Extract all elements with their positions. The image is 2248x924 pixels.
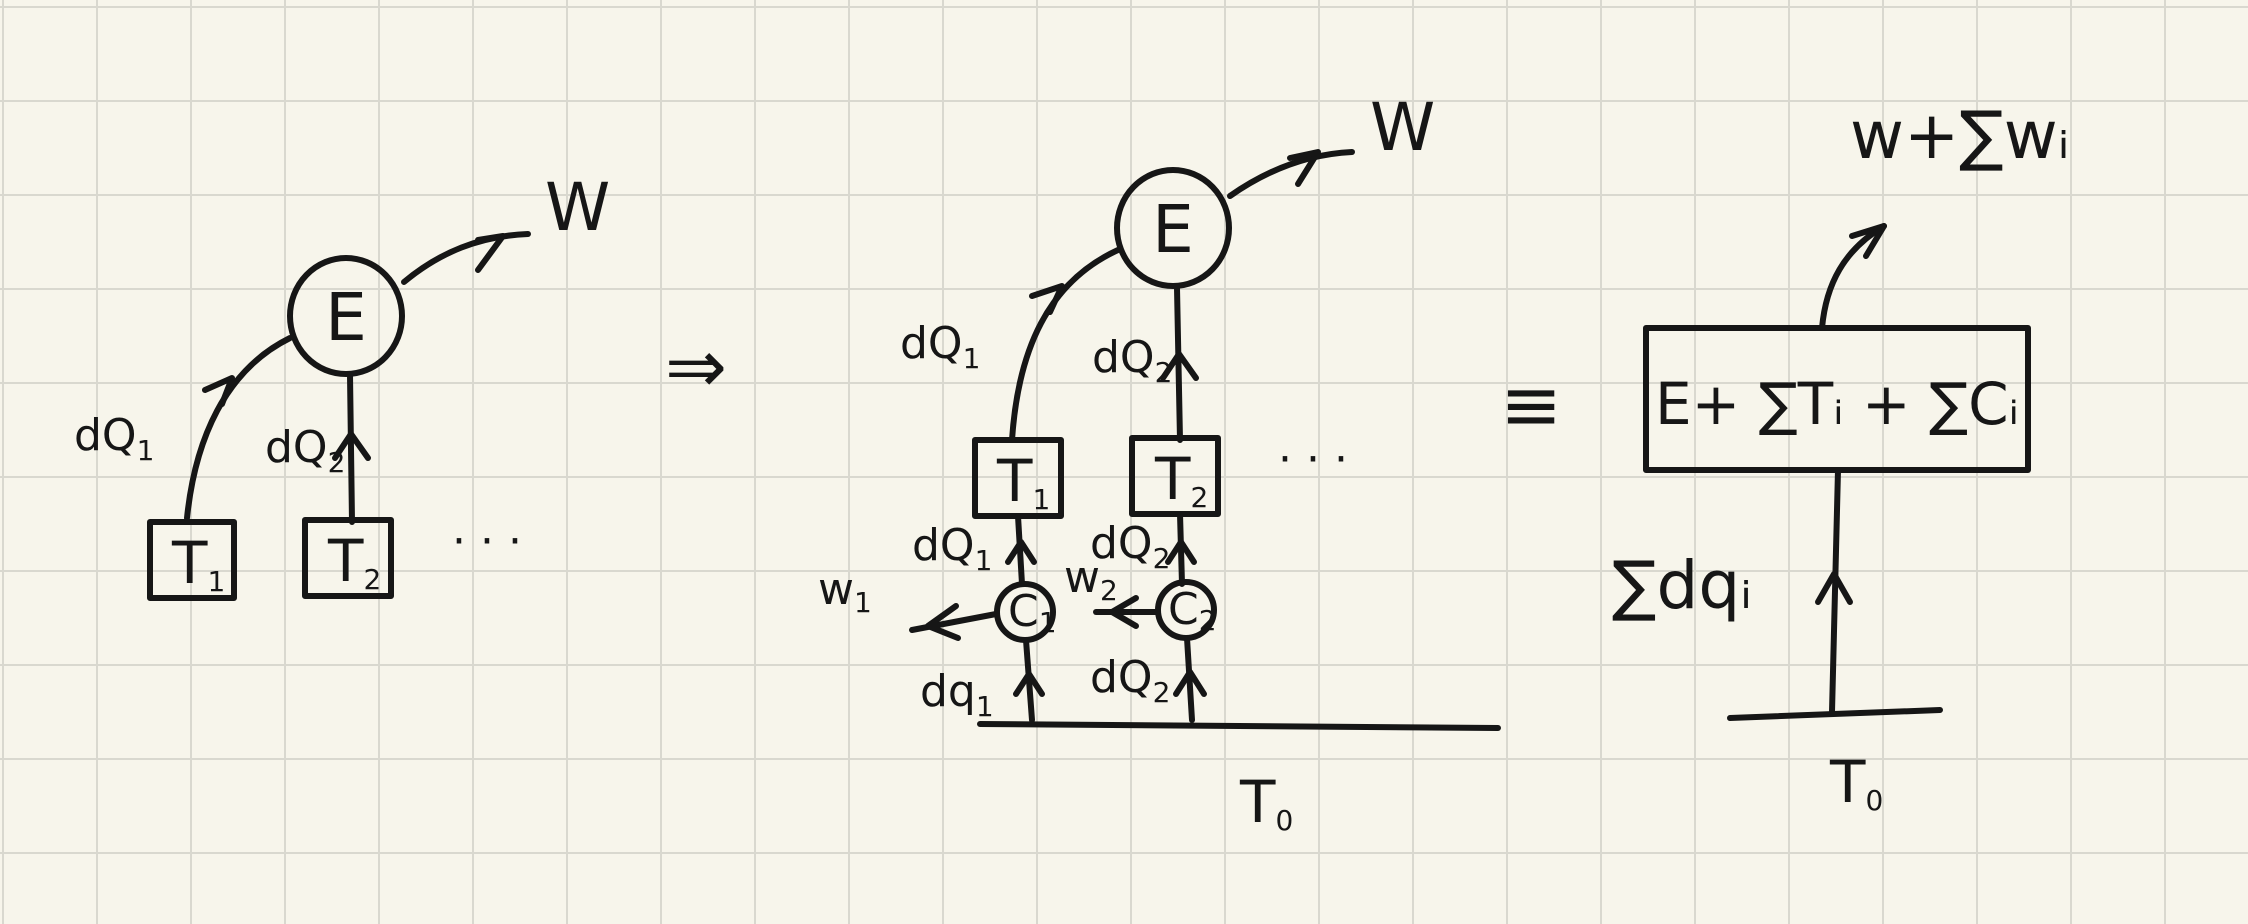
- middle-panel: E W dQ1 dQ2 T1 T2 · · · dQ1 dQ2 C1 C2 w1: [818, 89, 1501, 837]
- carnot1-heat-in-arrowhead: [1013, 671, 1045, 697]
- middle-work-arrowhead: [1287, 149, 1321, 187]
- left-heat2-arrowhead: [332, 431, 371, 461]
- left-heat1-arrow: [184, 335, 293, 521]
- carnot2-heat-in-arrowhead: [1173, 669, 1207, 697]
- carnot1-heat-out-arrowhead: [1005, 539, 1037, 565]
- left-heat2-label: dQ2: [265, 422, 345, 479]
- carnot1-heat-out-label: dQ1: [912, 520, 992, 577]
- left-engine-label: E: [325, 279, 367, 356]
- middle-heat1-label: dQ1: [900, 318, 980, 375]
- left-reservoir1-box: [147, 519, 237, 601]
- carnot1-work-label: w1: [818, 564, 872, 619]
- middle-ellipsis: · · ·: [1278, 434, 1348, 485]
- left-reservoir1-label: T1: [171, 529, 225, 598]
- carnot1-label: C1: [1008, 586, 1057, 639]
- middle-work-label: W: [1370, 89, 1435, 166]
- middle-heat1-arrowhead: [1029, 283, 1065, 315]
- left-engine-circle: [287, 255, 405, 377]
- carnot2-work-arrowhead: [1109, 595, 1139, 629]
- middle-bath-label: T0: [1239, 768, 1293, 837]
- middle-heat2-label: dQ2: [1092, 332, 1172, 389]
- left-panel: E W dQ1 dQ2 T1 T2 · · ·: [74, 169, 610, 601]
- carnot2-label: C2: [1168, 584, 1217, 637]
- middle-engine-label: E: [1152, 191, 1194, 268]
- carnot2-work-label: w2: [1064, 552, 1118, 607]
- implies-symbol: ⇒: [665, 324, 727, 410]
- middle-work-arrow: [1227, 149, 1355, 199]
- left-ellipsis: · · ·: [452, 516, 522, 567]
- carnot1-heat-in-label: dq1: [920, 666, 994, 723]
- right-work-arrow: [1819, 223, 1887, 331]
- composite-label: E+ ∑Tᵢ + ∑Cᵢ: [1655, 370, 2019, 438]
- left-heat2-arrow: [347, 372, 355, 525]
- left-heat1-label: dQ1: [74, 410, 154, 467]
- left-reservoir2-box: [302, 517, 394, 599]
- right-panel: E+ ∑Tᵢ + ∑Cᵢ w+∑wᵢ ∑dqᵢ T0: [1612, 97, 2070, 817]
- carnot2-heat-in-label: dQ2: [1090, 652, 1170, 709]
- carnot1-heat-in-arrow: [1023, 637, 1035, 723]
- left-heat1-arrowhead: [202, 375, 235, 407]
- middle-reservoir2-box: [1129, 435, 1221, 517]
- left-work-label: W: [545, 169, 610, 246]
- carnot2-heat-in-arrow: [1184, 635, 1195, 723]
- middle-heat2-arrow: [1174, 285, 1183, 443]
- right-work-label: w+∑wᵢ: [1850, 97, 2070, 174]
- right-bath-label: T0: [1829, 748, 1883, 817]
- carnot2-heat-out-arrow: [1177, 511, 1185, 587]
- carnot1-heat-out-arrow: [1015, 513, 1025, 587]
- middle-reservoir2-label: T2: [1154, 445, 1208, 514]
- carnot1-work-arrowhead: [925, 603, 961, 641]
- equivalence-symbol: ≡: [1500, 362, 1562, 448]
- right-heat-arrow: [1829, 467, 1841, 715]
- right-heat-arrowhead: [1815, 571, 1853, 605]
- carnot2-heat-out-label: dQ2: [1090, 518, 1170, 575]
- middle-reservoir1-label: T1: [996, 447, 1050, 516]
- carnot1-work-arrow: [909, 611, 999, 633]
- left-work-arrow: [401, 231, 531, 285]
- middle-bath-line: [977, 721, 1501, 731]
- right-bath-line: [1727, 707, 1943, 721]
- middle-heat2-arrowhead: [1160, 351, 1199, 381]
- right-heat-label: ∑dqᵢ: [1612, 547, 1752, 624]
- middle-heat1-arrow: [1009, 247, 1121, 443]
- carnot2-heat-out-arrowhead: [1165, 539, 1197, 565]
- left-reservoir2-label: T2: [327, 527, 381, 596]
- middle-engine-circle: [1114, 167, 1232, 289]
- left-work-arrowhead: [475, 233, 506, 273]
- right-work-arrowhead: [1849, 223, 1887, 259]
